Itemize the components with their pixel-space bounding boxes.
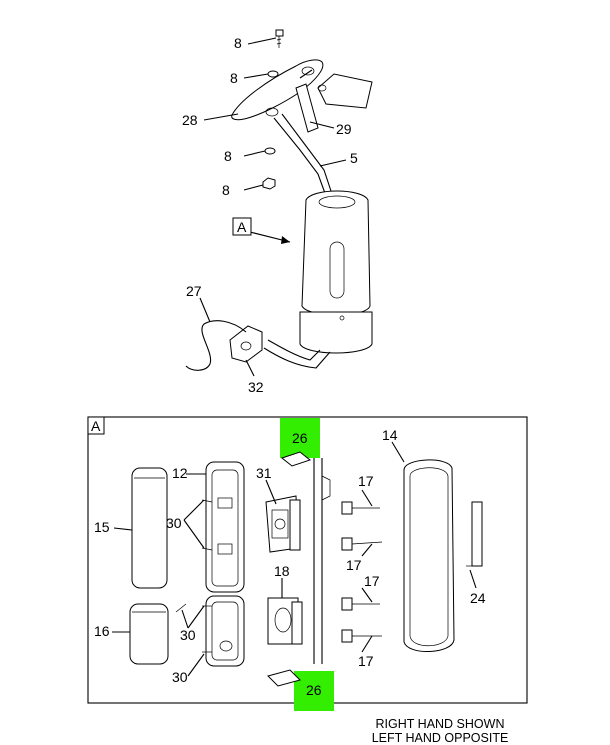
- callout-26: 26: [306, 682, 322, 698]
- callout-14: 14: [382, 427, 398, 443]
- callout-31: 31: [256, 465, 272, 481]
- callout-8: 8: [222, 182, 230, 198]
- nut: [262, 177, 276, 190]
- lower-mirror-head: [299, 311, 373, 354]
- motor-plate: [267, 597, 303, 645]
- mirror-cover: [403, 459, 455, 653]
- callout-5: 5: [350, 150, 358, 166]
- callout-15: 15: [94, 519, 110, 535]
- callout-27: 27: [186, 283, 202, 299]
- upper-bracket: [231, 59, 324, 121]
- bracket-26-top: [280, 451, 312, 467]
- view-label-box: [232, 217, 252, 236]
- highlight-box-26-top: [280, 418, 320, 458]
- screws: [175, 499, 213, 653]
- callout-8: 8: [224, 148, 232, 164]
- callout-30: 30: [172, 669, 188, 685]
- lower-bracket: [229, 325, 263, 363]
- note-right-hand-shown: RIGHT HAND SHOWN: [375, 717, 505, 731]
- mirror-assembly-overview: 8 8 28 29 8 5 8 A 27 32: [182, 29, 373, 395]
- callout-30: 30: [180, 627, 196, 643]
- callout-17: 17: [358, 653, 374, 669]
- bolt: [275, 29, 284, 48]
- callout-29: 29: [336, 121, 352, 137]
- callout-12: 12: [172, 465, 188, 481]
- callout-8: 8: [234, 35, 242, 51]
- mirror-tube: [273, 117, 327, 197]
- callout-24: 24: [470, 590, 486, 606]
- note-left-hand-opposite: LEFT HAND OPPOSITE: [371, 731, 509, 745]
- trim-strip: [471, 501, 483, 567]
- detail-label: A: [91, 418, 101, 434]
- washer: [267, 70, 279, 78]
- callout-32: 32: [248, 379, 264, 395]
- callout-17: 17: [358, 473, 374, 489]
- detail-a-panel: A: [87, 416, 528, 711]
- support-arm: [295, 83, 319, 133]
- view-label: A: [237, 219, 247, 235]
- bracket-26-bottom: [267, 669, 301, 687]
- highlight-box-26-bottom: [294, 671, 334, 711]
- mirror-housing-lower: [205, 595, 245, 667]
- wiring-harness: [185, 320, 247, 371]
- mirror-glass-large: [131, 467, 168, 589]
- callout-26: 26: [292, 430, 308, 446]
- washer: [264, 147, 276, 155]
- main-mirror-head: [301, 190, 371, 316]
- callout-17: 17: [364, 573, 380, 589]
- callout-28: 28: [182, 112, 198, 128]
- convex-mirror: [317, 73, 373, 109]
- mirror-glass-small: [129, 603, 169, 665]
- mirror-motor: [265, 495, 301, 553]
- callout-30: 30: [166, 515, 182, 531]
- connectors: [341, 501, 383, 643]
- callout-16: 16: [94, 623, 110, 639]
- mirror-housing: [205, 461, 245, 593]
- callout-17: 17: [346, 557, 362, 573]
- callout-18: 18: [274, 563, 290, 579]
- callout-8: 8: [230, 70, 238, 86]
